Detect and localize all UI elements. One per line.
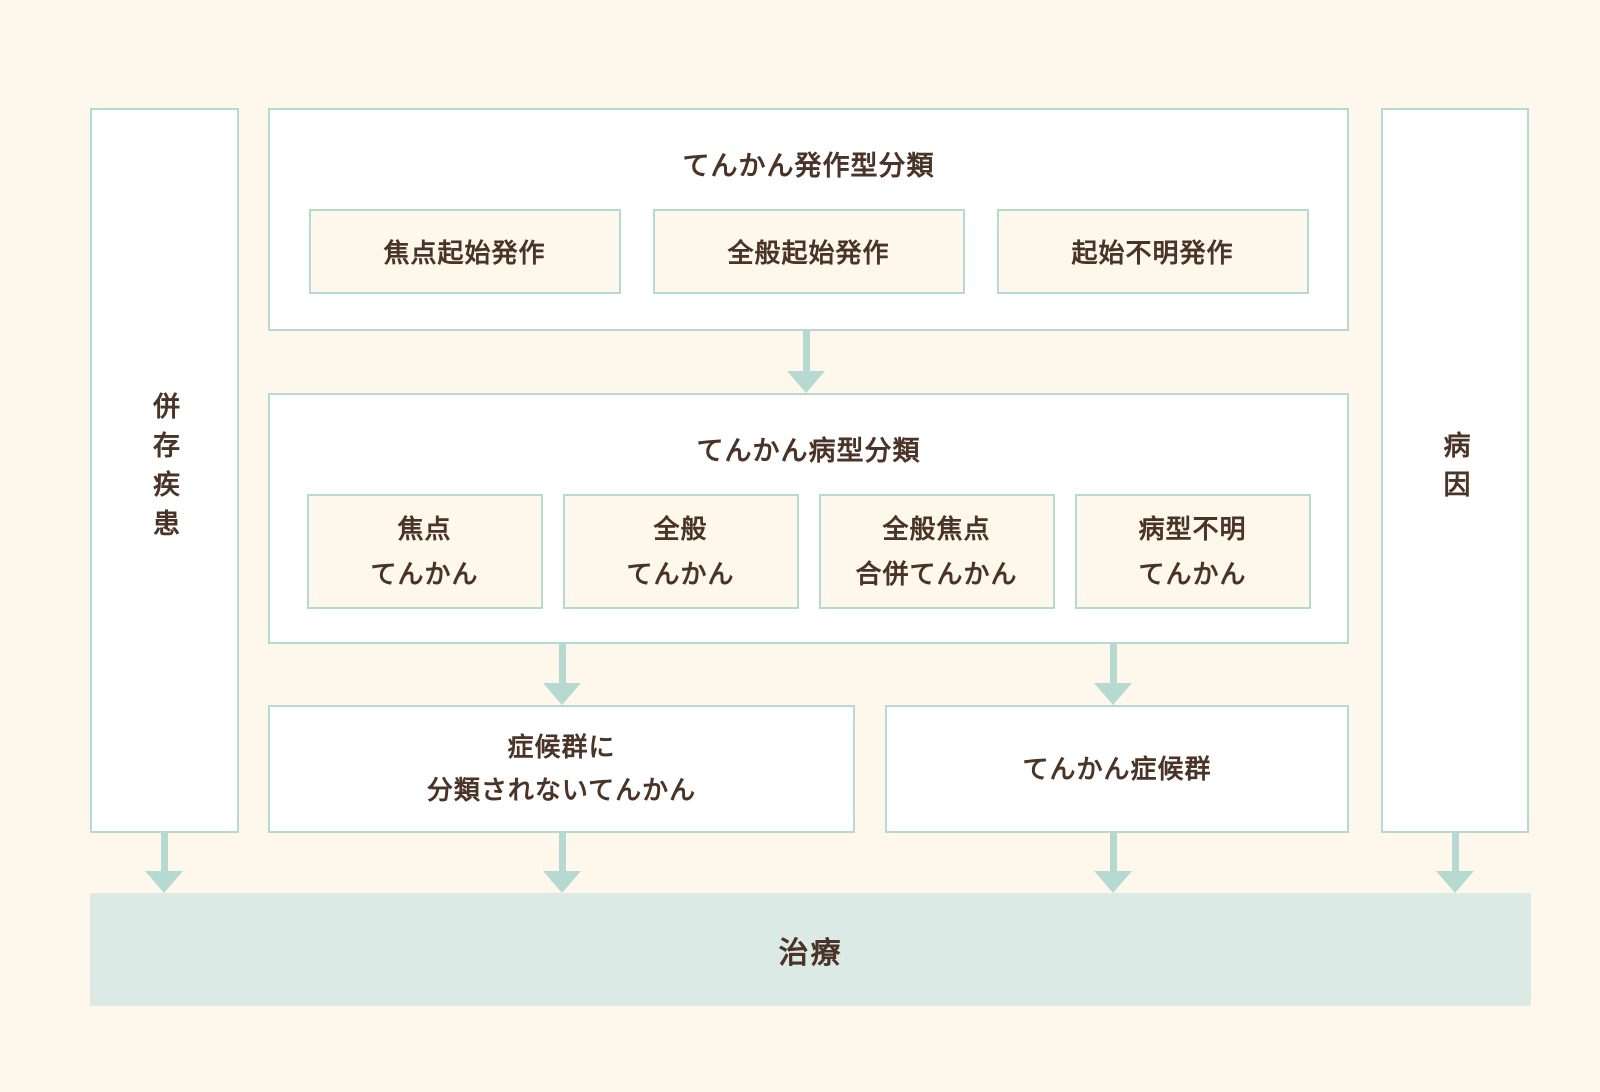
arrow-head-icon — [543, 683, 581, 705]
epilepsy-type-classification-title: てんかん病型分類 — [696, 436, 921, 466]
arrow-stem — [1109, 833, 1117, 871]
generalized-epilepsy-box: 全般 てんかん — [562, 494, 799, 609]
unclassified-epilepsy-box: 症候群に 分類されないてんかん — [268, 705, 855, 833]
focal-onset-seizure-box: 焦点起始発作 — [308, 209, 621, 294]
arrow-type-to-unclassified — [543, 644, 581, 705]
treatment-bar: 治療 — [90, 893, 1531, 1006]
arrow-head-icon — [145, 871, 183, 893]
arrow-syndrome-to-treatment — [1094, 833, 1132, 893]
focal-epilepsy-line2: てんかん — [370, 558, 479, 589]
generalized-epilepsy-line2: てんかん — [626, 558, 735, 589]
arrow-comorbidity-to-treatment — [145, 833, 183, 893]
combined-epilepsy-line2: 合併てんかん — [855, 558, 1018, 589]
arrow-head-icon — [1094, 683, 1132, 705]
arrow-head-icon — [543, 871, 581, 893]
epilepsy-type-items-row: 焦点 てんかん 全般 てんかん 全般焦点 合併てんかん 病型不明 てんかん — [306, 494, 1311, 609]
unknown-type-epilepsy-line1: 病型不明 — [1138, 514, 1247, 545]
unknown-type-epilepsy-line2: てんかん — [1138, 558, 1247, 589]
unknown-type-epilepsy-box: 病型不明 てんかん — [1074, 494, 1311, 609]
arrow-unclassified-to-treatment — [543, 833, 581, 893]
arrow-stem — [1109, 644, 1117, 683]
unknown-onset-seizure-box: 起始不明発作 — [996, 209, 1309, 294]
focal-epilepsy-line1: 焦点 — [397, 514, 452, 545]
unclassified-epilepsy-line1: 症候群に — [507, 732, 616, 763]
etiology-box: 病因 — [1381, 108, 1529, 833]
comorbidity-label: 併存疾患 — [149, 392, 179, 549]
arrow-head-icon — [1094, 871, 1132, 893]
generalized-onset-seizure-box: 全般起始発作 — [652, 209, 965, 294]
arrow-stem — [1451, 833, 1459, 871]
arrow-stem — [160, 833, 168, 871]
arrow-seizure-to-type — [787, 331, 825, 393]
arrow-stem — [558, 644, 566, 683]
etiology-label: 病因 — [1439, 431, 1470, 510]
combined-generalized-focal-epilepsy-box: 全般焦点 合併てんかん — [818, 494, 1055, 609]
epilepsy-syndrome-label: てんかん症候群 — [1022, 753, 1212, 784]
comorbidity-box: 併存疾患 — [90, 108, 239, 833]
arrow-type-to-syndrome — [1094, 644, 1132, 705]
focal-epilepsy-box: 焦点 てんかん — [306, 494, 543, 609]
arrow-head-icon — [787, 371, 825, 393]
generalized-epilepsy-line1: 全般 — [653, 514, 708, 545]
seizure-type-classification-box: てんかん発作型分類 焦点起始発作 全般起始発作 起始不明発作 — [268, 108, 1349, 331]
unclassified-epilepsy-line2: 分類されないてんかん — [426, 775, 697, 805]
epilepsy-type-classification-box: てんかん病型分類 焦点 てんかん 全般 てんかん 全般焦点 合併てんかん 病型不… — [268, 393, 1349, 644]
seizure-type-classification-title: てんかん発作型分類 — [682, 151, 935, 181]
combined-epilepsy-line1: 全般焦点 — [882, 514, 991, 545]
epilepsy-syndrome-box: てんかん症候群 — [885, 705, 1349, 833]
arrow-stem — [558, 833, 566, 871]
treatment-label: 治療 — [778, 936, 843, 970]
seizure-type-items-row: 焦点起始発作 全般起始発作 起始不明発作 — [308, 209, 1309, 294]
arrow-stem — [802, 331, 810, 371]
arrow-head-icon — [1436, 871, 1474, 893]
arrow-etiology-to-treatment — [1436, 833, 1474, 893]
